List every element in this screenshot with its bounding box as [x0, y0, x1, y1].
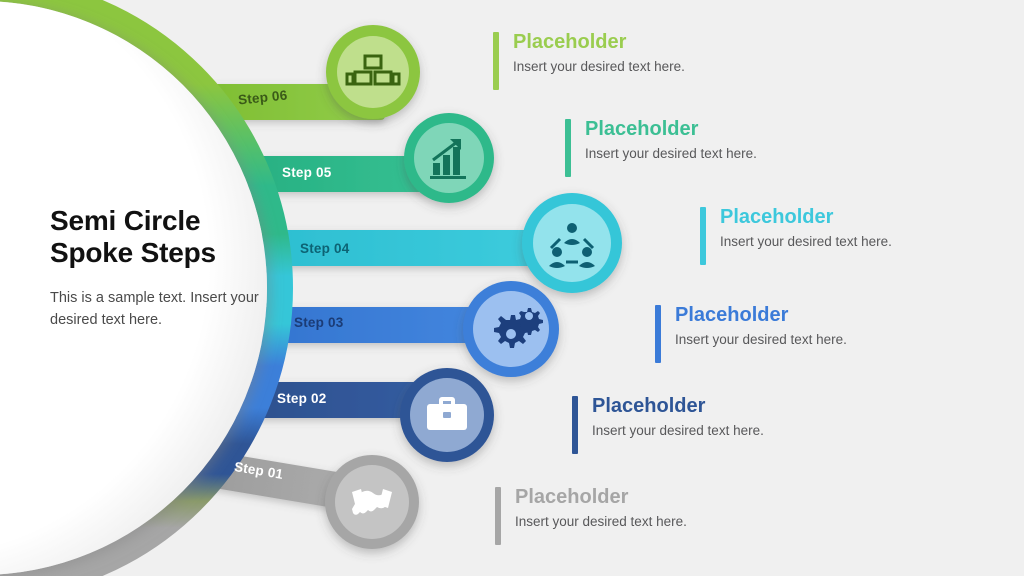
info-heading-06: Placeholder	[513, 31, 627, 53]
page-title-line-1: Semi Circle	[50, 205, 201, 236]
step-node-02[interactable]	[400, 368, 494, 462]
accent-bar-02	[572, 396, 578, 454]
info-block-02: Placeholder Insert your desired text her…	[572, 396, 764, 454]
info-block-05: Placeholder Insert your desired text her…	[565, 119, 757, 177]
stacked-boxes-icon	[345, 54, 401, 86]
briefcase-icon	[427, 397, 467, 430]
spoke-step-04	[262, 230, 572, 266]
info-body-03: Insert your desired text here.	[675, 332, 847, 347]
accent-bar-06	[493, 32, 499, 90]
handshake-icon	[352, 489, 392, 515]
accent-bar-05	[565, 119, 571, 177]
info-heading-04: Placeholder	[720, 206, 834, 228]
step-node-01[interactable]	[325, 455, 419, 549]
info-heading-01: Placeholder	[515, 486, 629, 508]
info-heading-02: Placeholder	[592, 395, 706, 417]
step-node-03[interactable]	[463, 281, 559, 377]
info-block-03: Placeholder Insert your desired text her…	[655, 305, 847, 363]
step-node-04[interactable]	[522, 193, 622, 293]
step-node-05[interactable]	[404, 113, 494, 203]
info-block-04: Placeholder Insert your desired text her…	[700, 207, 892, 265]
info-body-04: Insert your desired text here.	[720, 234, 892, 249]
title-panel: Semi Circle Spoke Steps This is a sample…	[50, 205, 280, 331]
step-node-06[interactable]	[326, 25, 420, 119]
info-block-06: Placeholder Insert your desired text her…	[493, 32, 685, 90]
page-title-line-2: Spoke Steps	[50, 237, 216, 269]
gears-icon	[494, 308, 543, 348]
accent-bar-03	[655, 305, 661, 363]
step-label-05: Step 05	[282, 165, 332, 180]
step-label-04: Step 04	[300, 241, 350, 256]
info-body-02: Insert your desired text here.	[592, 423, 764, 438]
info-body-01: Insert your desired text here.	[515, 514, 687, 529]
step-label-03: Step 03	[294, 315, 344, 330]
accent-bar-01	[495, 487, 501, 545]
spoke-connectors	[201, 84, 572, 514]
growth-chart-icon	[430, 139, 466, 179]
info-heading-05: Placeholder	[585, 118, 699, 140]
step-label-02: Step 02	[277, 391, 327, 406]
spoke-step-02	[222, 382, 450, 418]
spoke-step-05	[248, 156, 443, 192]
info-block-01: Placeholder Insert your desired text her…	[495, 487, 687, 545]
page-title: Semi Circle Spoke Steps	[50, 205, 280, 270]
spoke-step-03	[252, 307, 514, 343]
teamwork-icon	[549, 223, 595, 268]
info-heading-03: Placeholder	[675, 304, 789, 326]
step-nodes	[325, 25, 622, 549]
accent-bar-04	[700, 207, 706, 265]
semi-circle-arc	[0, 0, 293, 576]
page-subtitle: This is a sample text. Insert your desir…	[50, 289, 259, 328]
info-body-05: Insert your desired text here.	[585, 146, 757, 161]
info-body-06: Insert your desired text here.	[513, 59, 685, 74]
arc-inner-disc	[0, 1, 267, 575]
